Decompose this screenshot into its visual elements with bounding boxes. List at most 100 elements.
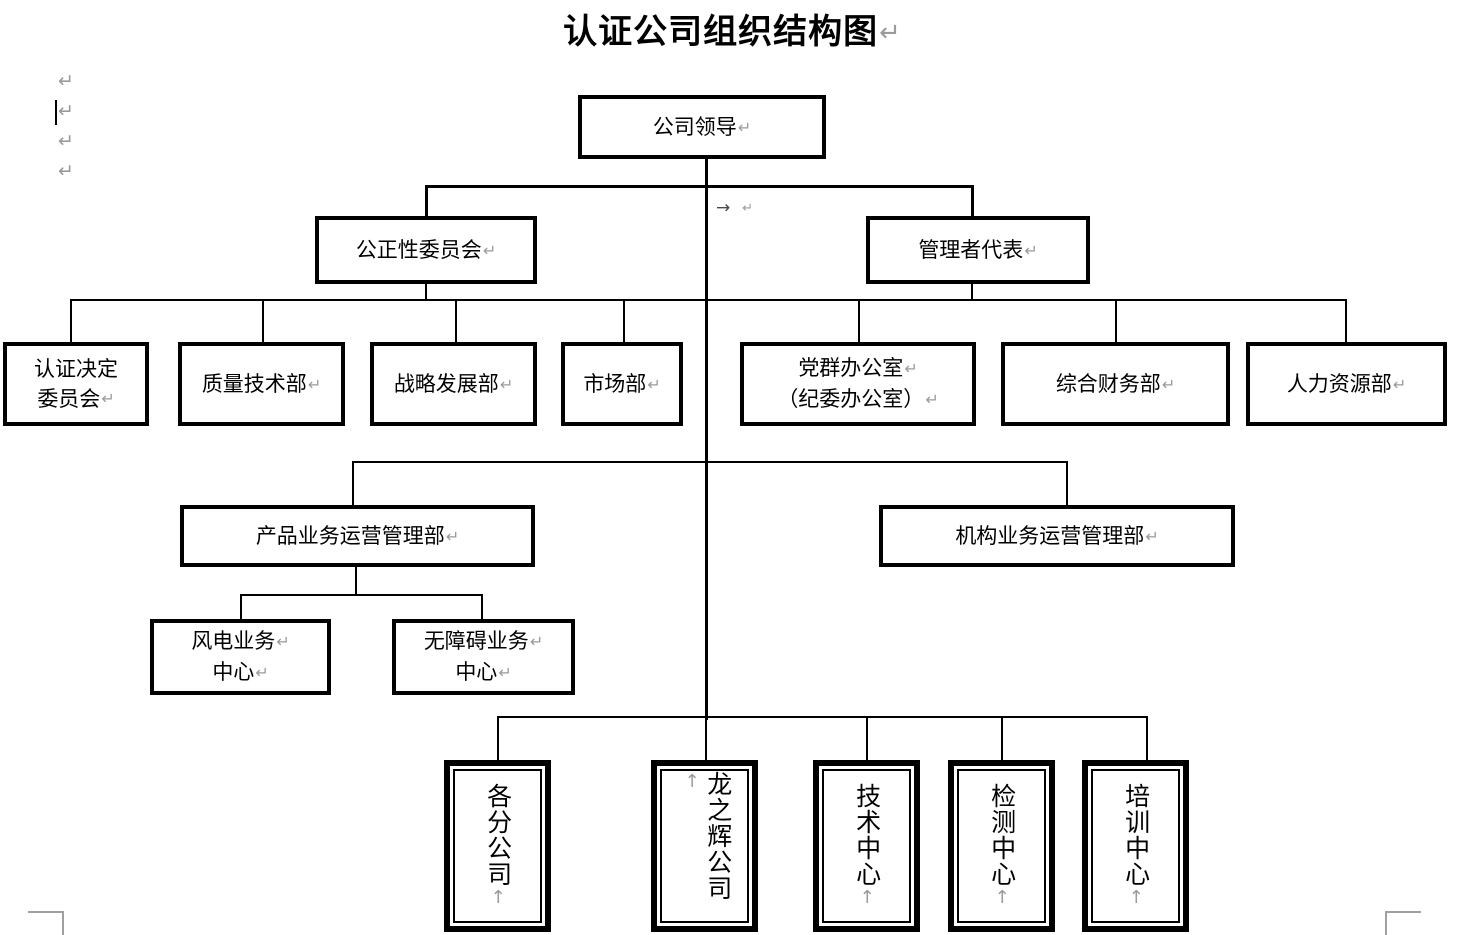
pilcrow-mark: ↵ [1145, 526, 1159, 546]
text-boundary-corner-left [28, 911, 64, 935]
node-label: 市场部 [583, 371, 647, 396]
node-branch-companies[interactable]: 各分公司↑ [444, 760, 551, 932]
connector-bottom-bus [497, 716, 1148, 718]
pilcrow-mark: ↵ [925, 389, 939, 409]
pilcrow-mark: ↵ [58, 70, 74, 92]
connector-drop-branch-companies [497, 716, 499, 760]
tab-mark: → [716, 198, 731, 218]
node-label-line-2: 中心↵ [455, 660, 512, 684]
node-quality-technology-dept[interactable]: 质量技术部↵ [178, 342, 345, 426]
connector-drop-accessibility-center [481, 594, 483, 619]
node-inner-frame: 技术中心↑ [822, 769, 911, 923]
node-company-leadership[interactable]: 公司领导↵ [578, 95, 826, 159]
middle-editor-marks: → ↵ [716, 198, 753, 218]
connector-drop-cert-committee [70, 299, 72, 342]
pilcrow-mark-vertical: ↑ [1125, 887, 1147, 909]
node-longzhihui-company[interactable]: 龙之辉公司↑ [651, 760, 758, 932]
connector-drop-party [858, 299, 860, 342]
node-label-line-1: 认证决定 [34, 356, 118, 381]
node-impartiality-committee[interactable]: 公正性委员会↵ [315, 216, 537, 284]
pilcrow-mark-vertical: ↑ [991, 887, 1013, 909]
pilcrow-mark: ↵ [879, 17, 902, 48]
connector-level3-bus [70, 299, 1347, 301]
node-product-business-operations-dept[interactable]: 产品业务运营管理部↵ [180, 505, 535, 567]
pilcrow-mark: ↵ [742, 200, 753, 216]
node-accessibility-business-center[interactable]: 无障碍业务↵ 中心↵ [392, 619, 575, 695]
node-label: 公司领导 [652, 114, 737, 139]
pilcrow-mark: ↵ [1392, 374, 1407, 394]
connector-level4-bus [352, 461, 1068, 463]
node-label: 机构业务运营管理部 [955, 523, 1145, 548]
pilcrow-mark: ↵ [482, 240, 497, 260]
connector-drop-training-center [1146, 716, 1148, 760]
pilcrow-mark: ↵ [499, 374, 514, 394]
pilcrow-mark: ↵ [445, 526, 460, 546]
connector-drop-hr [1345, 299, 1347, 342]
pilcrow-mark: ↵ [498, 662, 512, 682]
connector-drop-technology-center [866, 716, 868, 760]
connector-level5-bus [240, 594, 483, 596]
node-inner-frame: 检测中心↑ [957, 769, 1046, 923]
pilcrow-mark-vertical: ↑ [487, 887, 509, 909]
node-human-resources-dept[interactable]: 人力资源部↵ [1246, 342, 1447, 426]
connector-drop-product-dept [352, 461, 354, 505]
connector-drop-institutional-dept [1066, 461, 1068, 505]
connector-impartiality-down [425, 283, 427, 301]
connector-level2-bus [425, 185, 974, 188]
page-title: 认证公司组织结构图↵ [0, 4, 1465, 53]
node-label-line-2: 中心↵ [212, 660, 269, 684]
node-party-affairs-office[interactable]: 党群办公室↵ （纪委办公室）↵ [740, 342, 976, 426]
node-training-center[interactable]: 培训中心↑ [1082, 760, 1189, 932]
pilcrow-mark-vertical: ↑ [681, 771, 703, 793]
connector-drop-longzhihui [705, 716, 707, 760]
node-strategy-development-dept[interactable]: 战略发展部↵ [370, 342, 537, 426]
page-title-text: 认证公司组织结构图 [563, 12, 879, 52]
node-label-line-1: 无障碍业务↵ [423, 629, 544, 654]
connector-to-mgmt-rep [971, 185, 974, 217]
node-marketing-dept[interactable]: 市场部↵ [561, 342, 683, 426]
node-label: 检测中心↑ [987, 783, 1017, 909]
pilcrow-mark: ↵ [1161, 374, 1176, 394]
node-label: 综合财务部 [1055, 371, 1161, 396]
pilcrow-mark: ↵ [904, 359, 918, 378]
connector-drop-testing-center [1001, 716, 1003, 760]
connector-product-dept-stub [355, 565, 357, 595]
connector-drop-wind-center [240, 594, 242, 619]
node-inner-frame: 龙之辉公司↑ [660, 769, 749, 923]
node-label: 战略发展部 [393, 371, 499, 396]
node-label-line-1: 党群办公室↵ [798, 356, 918, 381]
node-certification-decision-committee[interactable]: 认证决定 委员会↵ [3, 342, 149, 426]
pilcrow-mark: ↵ [529, 632, 544, 651]
node-label: 龙之辉公司↑ [681, 771, 733, 901]
node-technology-center[interactable]: 技术中心↑ [813, 760, 920, 932]
node-label-line-2: （纪委办公室）↵ [777, 387, 939, 411]
node-management-representative[interactable]: 管理者代表↵ [866, 216, 1090, 284]
pilcrow-mark: ↵ [58, 130, 74, 152]
pilcrow-mark: ↵ [1024, 240, 1038, 260]
connector-leadership-stub [705, 158, 708, 187]
pilcrow-mark: ↵ [58, 100, 74, 122]
connector-drop-finance [1115, 299, 1117, 342]
pilcrow-mark: ↵ [307, 374, 322, 394]
node-label: 人力资源部 [1286, 371, 1392, 396]
connector-drop-strategy [455, 299, 457, 342]
node-label: 管理者代表 [918, 237, 1024, 262]
node-institutional-business-operations-dept[interactable]: 机构业务运营管理部↵ [879, 505, 1235, 567]
pilcrow-mark: ↵ [276, 632, 290, 651]
node-label: 培训中心↑ [1121, 783, 1151, 909]
pilcrow-mark: ↵ [101, 389, 115, 409]
node-label-line-1: 风电业务↵ [191, 629, 290, 654]
pilcrow-mark: ↵ [255, 662, 269, 682]
node-wind-power-business-center[interactable]: 风电业务↵ 中心↵ [150, 619, 331, 695]
node-label: 产品业务运营管理部 [255, 523, 445, 548]
node-label: 各分公司↑ [483, 783, 513, 909]
node-label: 质量技术部 [201, 371, 307, 396]
text-boundary-corner-right [1385, 911, 1421, 935]
node-finance-dept[interactable]: 综合财务部↵ [1001, 342, 1230, 426]
node-inner-frame: 各分公司↑ [453, 769, 542, 923]
node-testing-center[interactable]: 检测中心↑ [948, 760, 1055, 932]
text-cursor [55, 100, 57, 125]
pilcrow-mark: ↵ [58, 160, 74, 182]
connector-to-impartiality [425, 185, 428, 217]
